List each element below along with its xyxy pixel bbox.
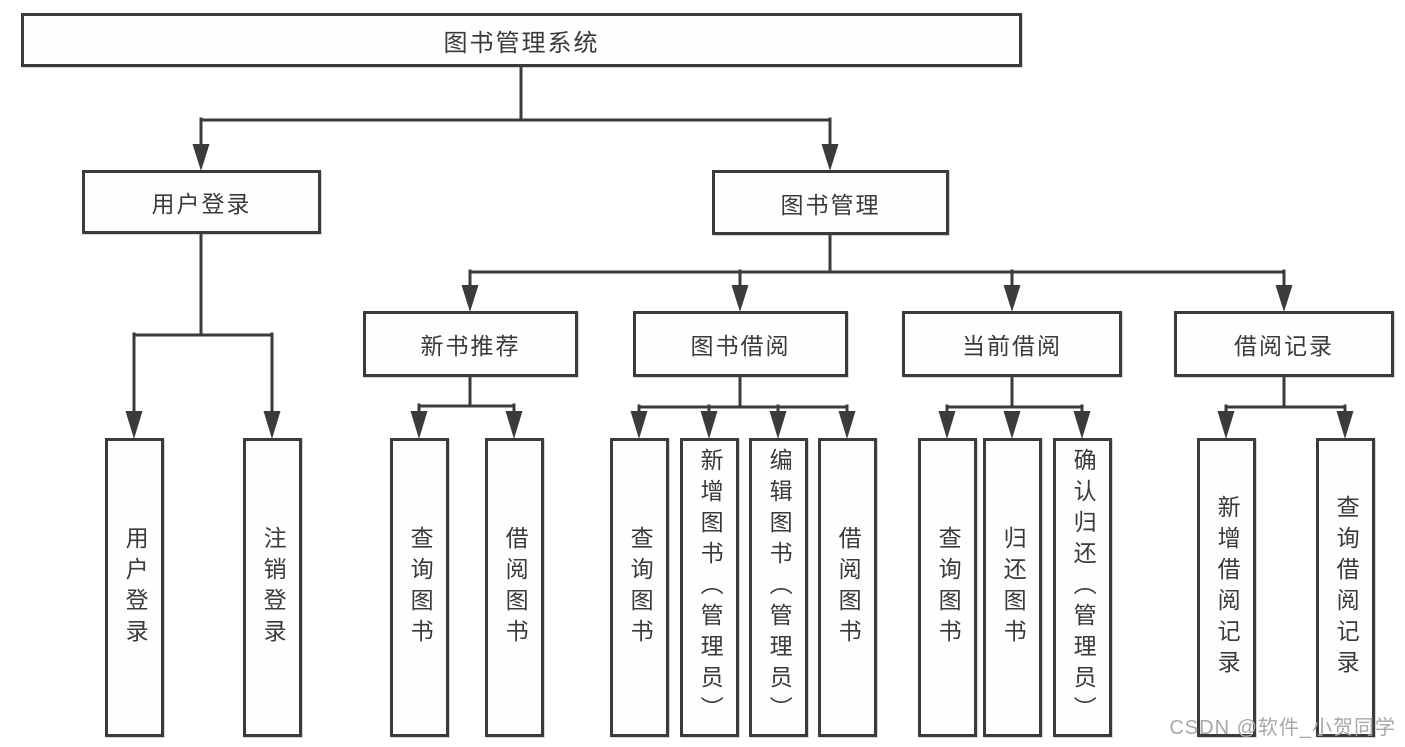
- leaf-user-login: 用户登录: [105, 438, 164, 737]
- node-book-management: 图书管理: [712, 170, 949, 235]
- leaf-add-borrow-record: 新增借阅记录: [1197, 438, 1256, 737]
- node-user-login: 用户登录: [82, 170, 321, 234]
- leaf-query-books-borrowing: 查询图书: [610, 438, 669, 737]
- csdn-watermark: CSDN @软件_小贺同学: [1169, 717, 1396, 739]
- leaf-query-borrow-record: 查询借阅记录: [1316, 438, 1375, 737]
- leaf-logout: 注销登录: [243, 438, 302, 737]
- leaf-add-book-admin: 新增图书（管理员）: [680, 438, 739, 737]
- leaf-return-book: 归还图书: [983, 438, 1042, 737]
- node-borrowing-records: 借阅记录: [1174, 311, 1394, 377]
- leaf-confirm-return-admin: 确认归还（管理员）: [1053, 438, 1112, 737]
- arrow-down-icons: [125, 144, 1354, 439]
- leaf-borrow-books-borrowing: 借阅图书: [818, 438, 877, 737]
- node-book-borrowing: 图书借阅: [633, 311, 848, 377]
- leaf-borrow-books-recommend: 借阅图书: [485, 438, 544, 737]
- leaf-query-books-current: 查询图书: [918, 438, 977, 737]
- node-library-system: 图书管理系统: [21, 13, 1022, 67]
- leaf-query-books-recommend: 查询图书: [390, 438, 449, 737]
- leaf-edit-book-admin: 编辑图书（管理员）: [749, 438, 808, 737]
- node-current-borrowing: 当前借阅: [902, 311, 1122, 377]
- node-new-book-recommendation: 新书推荐: [363, 311, 578, 377]
